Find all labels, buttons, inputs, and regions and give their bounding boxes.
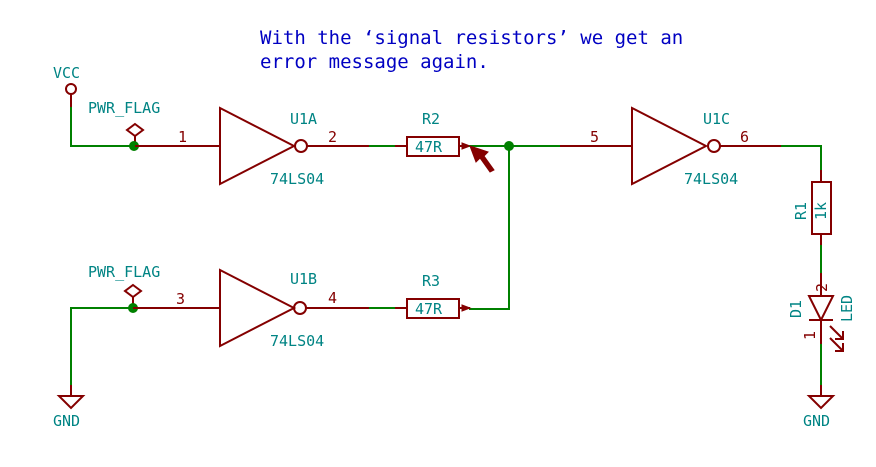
- r3-resistor[interactable]: R3 47R: [395, 272, 470, 319]
- u1b-pin-in-label: 3: [176, 290, 185, 308]
- u1a-pin-in-label: 1: [178, 128, 187, 146]
- light-emission-arrows-icon: [829, 325, 844, 352]
- vcc-circle-icon: [65, 83, 77, 95]
- r2-resistor[interactable]: R2 47R: [395, 110, 470, 157]
- gnd-left-symbol[interactable]: GND: [53, 385, 86, 430]
- pwr-flag-bottom-label: PWR_FLAG: [88, 263, 160, 281]
- note-line-2: error message again.: [260, 51, 489, 73]
- u1a-ref: U1A: [290, 110, 317, 128]
- vcc-label: VCC: [53, 64, 80, 82]
- ground-icon: [56, 395, 86, 410]
- erc-error-marker[interactable]: [469, 145, 495, 173]
- r3-pin-end-icon: [461, 304, 472, 312]
- r1-resistor[interactable]: R1 1k: [792, 170, 832, 246]
- inverter-triangle-icon: [631, 106, 709, 186]
- d1-led[interactable]: 2 1 D1 LED: [787, 273, 856, 352]
- wire-vertical-node[interactable]: [469, 145, 510, 310]
- gnd-right-symbol[interactable]: GND: [803, 385, 836, 430]
- inverter-triangle-icon: [219, 106, 297, 186]
- r3-ref: R3: [422, 272, 440, 290]
- pwr-flag-diamond-icon: [125, 122, 145, 138]
- r3-value: 47R: [415, 300, 443, 318]
- u1a-value: 74LS04: [270, 170, 324, 188]
- u1b-inverter[interactable]: 3 4 U1B 74LS04: [133, 268, 370, 350]
- u1b-ref: U1B: [290, 270, 317, 288]
- vcc-symbol[interactable]: VCC: [53, 64, 80, 108]
- inverter-triangle-icon: [219, 268, 297, 348]
- u1c-pin-in-label: 5: [590, 128, 599, 146]
- r1-ref: R1: [792, 202, 810, 220]
- d1-pin-anode-label: 2: [813, 283, 831, 292]
- u1c-inverter[interactable]: 5 6 U1C 74LS04: [560, 106, 782, 188]
- junction-top-left: [129, 141, 139, 151]
- pwr-flag-bottom[interactable]: PWR_FLAG: [88, 263, 160, 308]
- note-line-1: With the ‘signal resistors’ we get an: [260, 27, 683, 49]
- pwr-flag-top[interactable]: PWR_FLAG: [88, 99, 160, 146]
- pwr-flag-top-label: PWR_FLAG: [88, 99, 160, 117]
- gnd-left-label: GND: [53, 412, 80, 430]
- gnd-right-label: GND: [803, 412, 830, 430]
- erc-arrow-icon: [469, 145, 495, 173]
- d1-ref: D1: [787, 300, 805, 318]
- u1a-inverter[interactable]: 1 2 U1A 74LS04: [135, 106, 370, 188]
- diode-triangle-icon: [807, 295, 835, 323]
- u1b-value: 74LS04: [270, 332, 324, 350]
- d1-pin-cathode-label: 1: [801, 331, 819, 340]
- u1c-pin-out-label: 6: [740, 128, 749, 146]
- inverter-bubble-icon: [707, 139, 721, 153]
- wire-gnd[interactable]: [70, 307, 134, 386]
- wire-vcc[interactable]: [70, 107, 136, 147]
- r2-ref: R2: [422, 110, 440, 128]
- u1c-ref: U1C: [703, 110, 730, 128]
- r1-value: 1k: [812, 202, 830, 220]
- u1b-pin-out-label: 4: [328, 289, 337, 307]
- r2-pin-end-icon: [461, 142, 472, 150]
- wire-u1c-to-r1[interactable]: [781, 145, 822, 171]
- u1a-pin-out-label: 2: [328, 128, 337, 146]
- u1c-value: 74LS04: [684, 170, 738, 188]
- inverter-bubble-icon: [294, 139, 308, 153]
- d1-value: LED: [838, 295, 856, 322]
- ground-icon: [806, 395, 836, 410]
- pwr-flag-diamond-icon: [123, 283, 143, 299]
- r2-value: 47R: [415, 138, 443, 156]
